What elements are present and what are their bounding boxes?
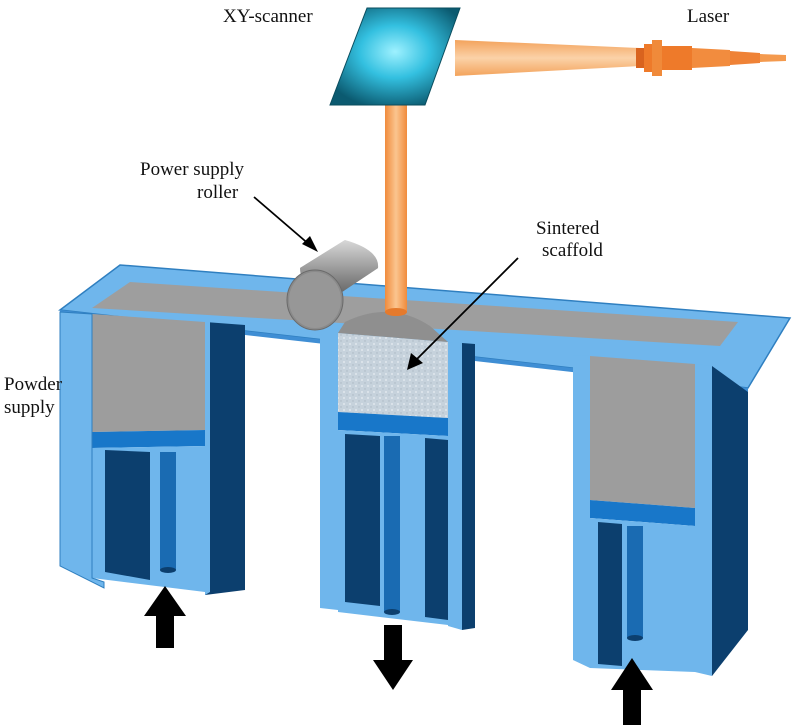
roller-pointer [253, 196, 318, 252]
xy-scanner-label: XY-scanner [223, 6, 313, 27]
middle-piston-rod [384, 436, 400, 612]
powder-roller [286, 240, 379, 331]
roller-label-line2: roller [197, 182, 239, 203]
powder-supply-label-line1: Powder [4, 374, 63, 395]
build-chamber [320, 333, 475, 630]
roller-label-line1: Power supply [140, 159, 244, 180]
left-powder-chamber [59, 311, 245, 595]
powder-supply-label-line2: supply [4, 397, 55, 418]
middle-down-arrow [373, 625, 413, 690]
scaffold-label-line1: Sintered [536, 218, 600, 239]
xy-scanner-mirror [329, 7, 461, 106]
laser-label: Laser [687, 6, 730, 27]
right-powder-chamber [573, 355, 748, 676]
scaffold-label-line2: scaffold [542, 240, 603, 261]
left-up-arrow [144, 586, 186, 648]
scaffold-pointer [407, 257, 519, 370]
laser-beam [385, 40, 640, 316]
right-up-arrow [611, 658, 653, 725]
left-piston-rod [160, 452, 176, 570]
laser-source [636, 40, 786, 76]
right-piston-rod [627, 526, 643, 638]
